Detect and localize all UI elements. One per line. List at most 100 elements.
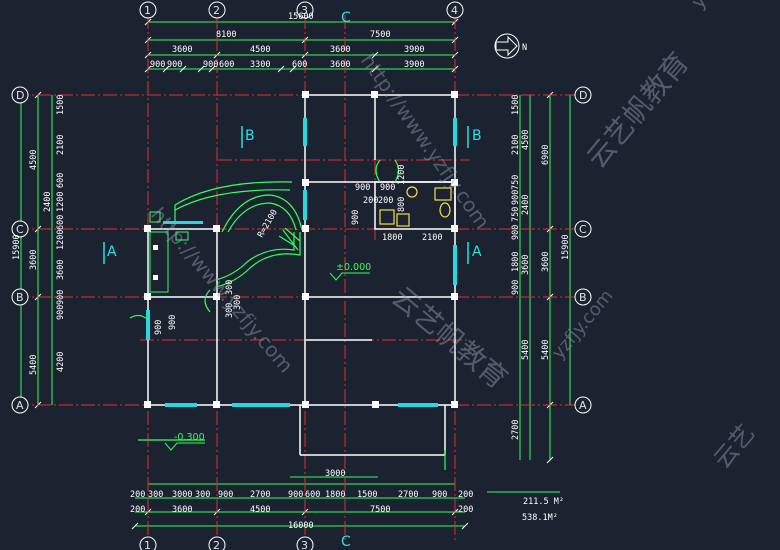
dim-b1-3000: 3000 <box>172 490 192 500</box>
dim-top-total: 15600 <box>288 12 314 22</box>
dim-b1-200b: 200 <box>458 490 473 500</box>
dim-b1-1500: 1500 <box>357 490 377 500</box>
dim-right-900c: 900 <box>511 280 521 295</box>
area-total: 538.1M² <box>522 513 558 523</box>
dim-top-900a: 900 <box>150 60 165 70</box>
level-marks: ±0.000 -0.300 <box>174 262 371 443</box>
dim-left-5400: 5400 <box>29 355 39 375</box>
dim-b1-300b: 300 <box>195 490 210 500</box>
axis-2-top: 2 <box>213 4 220 17</box>
dim-left-3600b: 3600 <box>56 260 66 280</box>
dim-b1-2700b: 2700 <box>398 490 418 500</box>
dim-in-2100: 2100 <box>422 233 442 243</box>
dim-top-900c: 900 <box>203 60 218 70</box>
level-exterior: -0.300 <box>174 432 205 443</box>
windows <box>146 118 457 407</box>
dim-right-5400b: 5400 <box>521 340 531 360</box>
dim-right-6900: 6900 <box>541 145 551 165</box>
dim-left-900b: 900 <box>56 305 66 320</box>
dim-left-600a: 600 <box>56 173 66 188</box>
dim-in-900d: 900 <box>154 320 164 335</box>
axis-3-top: 3 <box>301 4 308 17</box>
axis-bubbles <box>11 1 592 550</box>
axis-a-left: A <box>16 399 24 412</box>
dim-b1-900: 900 <box>218 490 233 500</box>
area-floor: 211.5 M² <box>523 497 564 507</box>
dim-top-8100: 8100 <box>216 30 236 40</box>
dim-b1-600: 600 <box>305 490 320 500</box>
dim-b1-1800: 1800 <box>325 490 345 500</box>
section-b-left: B <box>245 128 255 144</box>
dim-in-1200: 1200 <box>397 165 407 185</box>
dim-in-800: 800 <box>397 197 407 212</box>
dim-right-2100: 2100 <box>511 135 521 155</box>
section-a-left: A <box>107 244 117 260</box>
dim-b1-300: 300 <box>148 490 163 500</box>
dim-top-3600b: 3600 <box>330 45 350 55</box>
dim-top-600b: 600 <box>292 60 307 70</box>
dim-left-900a: 900 <box>56 290 66 305</box>
kitchen-counter <box>149 211 189 293</box>
dim-left-4500: 4500 <box>29 150 39 170</box>
bathroom-fixtures <box>379 186 452 227</box>
dim-in-900c: 900 <box>351 210 361 225</box>
dim-b2-200: 200 <box>130 505 145 515</box>
stair-curve <box>129 159 446 470</box>
dim-bottom-total: 16000 <box>288 521 314 531</box>
dim-b2-3600: 3600 <box>172 505 192 515</box>
section-marker-lines <box>103 126 469 264</box>
level-ground: ±0.000 <box>336 262 371 273</box>
dim-bottom-3000: 3000 <box>325 469 345 479</box>
axis-a-right: A <box>579 399 587 412</box>
dim-left-600b: 600 <box>56 215 66 230</box>
dim-left-1200a: 1200 <box>56 192 66 212</box>
dim-in-200b: 200 <box>378 196 393 206</box>
axis-c-right: C <box>579 223 587 236</box>
dim-in-300b: 300 <box>233 295 243 310</box>
dim-top-3900: 3900 <box>404 45 424 55</box>
axis-labels: 1 2 3 4 1 2 3 D C B A D C B A C C <box>16 4 587 550</box>
dim-top-900b: 900 <box>167 60 182 70</box>
dim-right-2400: 2400 <box>521 195 531 215</box>
dim-in-300a: 300 <box>225 280 235 295</box>
dim-b1-900c: 900 <box>432 490 447 500</box>
dim-right-900b: 900 <box>511 225 521 240</box>
dim-right-750b: 750 <box>511 207 521 222</box>
dim-left-4200: 4200 <box>56 352 66 372</box>
dim-in-900e: 900 <box>168 315 178 330</box>
dim-in-200a: 200 <box>363 196 378 206</box>
north-label: N <box>522 43 527 53</box>
dim-b2-4500: 4500 <box>250 505 270 515</box>
dim-left-2400: 2400 <box>43 192 53 212</box>
dim-b1-200: 200 <box>130 490 145 500</box>
watermark-7: 云艺 <box>708 419 760 474</box>
top-dimensions: 15600 8100 7500 3600 4500 3600 3900 900 … <box>150 12 424 70</box>
columns <box>144 91 458 408</box>
dim-in-900a: 900 <box>355 183 370 193</box>
watermark-1: 云艺帆教育 <box>580 46 695 174</box>
axis-b-left: B <box>16 291 24 304</box>
watermark-5: yzfjy <box>685 0 734 13</box>
dim-left-1200b: 1200 <box>56 230 66 250</box>
dim-top-4500: 4500 <box>250 45 270 55</box>
axis-3-bottom: 3 <box>301 539 308 550</box>
right-dimensions: 15900 6900 3600 5400 2700 4500 2400 3600… <box>511 95 571 440</box>
dim-top-7500: 7500 <box>370 30 390 40</box>
dim-top-3900b: 3900 <box>404 60 424 70</box>
axis-1-bottom: 1 <box>144 539 151 550</box>
dim-left-2100: 2100 <box>56 135 66 155</box>
axis-1-top: 1 <box>144 4 151 17</box>
dim-in-1800: 1800 <box>382 233 402 243</box>
dim-top-3600c: 3600 <box>330 60 350 70</box>
left-dimensions: 15900 4500 3600 5400 2400 1500 2100 600 … <box>12 95 66 375</box>
dim-right-5400: 5400 <box>541 340 551 360</box>
dim-in-300c: 300 <box>225 303 235 318</box>
dim-right-3600b: 3600 <box>521 255 531 275</box>
dim-right-2700: 2700 <box>511 420 521 440</box>
dim-right-1800: 1800 <box>511 252 521 272</box>
dim-b2-200b: 200 <box>458 505 473 515</box>
dim-right-900a: 900 <box>511 190 521 205</box>
dim-right-750a: 750 <box>511 175 521 190</box>
